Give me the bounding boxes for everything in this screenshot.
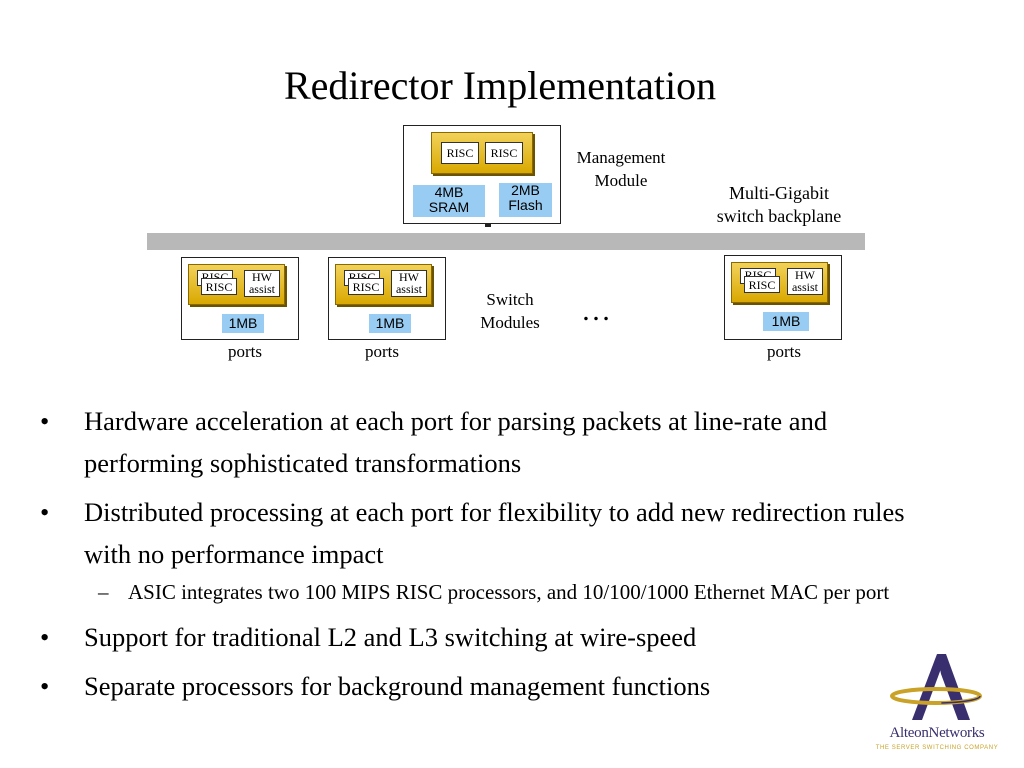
more-modules-ellipsis: … — [581, 294, 611, 327]
switch-asic-board: RISC RISC HW assist — [188, 264, 285, 305]
hw-assist-chip: HW assist — [787, 268, 823, 295]
bullet-item: Distributed processing at each port for … — [40, 491, 940, 575]
sram-memory: 4MB SRAM — [413, 185, 485, 217]
module-memory: 1MB — [222, 314, 264, 333]
switch-backplane — [147, 233, 865, 250]
management-connector — [485, 224, 491, 227]
management-cpu-board: RISC RISC — [431, 132, 533, 174]
ports-label: ports — [228, 342, 262, 361]
hw-assist-chip: HW assist — [391, 270, 427, 297]
logo-wordmark: AlteonNetworks — [889, 725, 985, 741]
alteon-networks-logo: AlteonNetworks THE SERVER SWITCHING COMP… — [872, 652, 1002, 760]
management-risc-chip-1: RISC — [441, 142, 479, 164]
alteon-a-icon — [890, 654, 982, 720]
hw-assist-chip: HW assist — [244, 270, 280, 297]
switch-asic-board: RISC RISC HW assist — [335, 264, 432, 305]
logo-tagline: THE SERVER SWITCHING COMPANY — [875, 745, 999, 751]
bullet-item: Separate processors for background manag… — [40, 665, 940, 707]
ports-label: ports — [767, 342, 801, 361]
management-module: RISC RISC 4MB SRAM 2MB Flash — [403, 125, 561, 224]
ports-label: ports — [365, 342, 399, 361]
switch-module: RISC RISC HW assist 1MB — [181, 257, 299, 340]
switch-module: RISC RISC HW assist 1MB — [724, 255, 842, 340]
bullet-item: Support for traditional L2 and L3 switch… — [40, 616, 940, 658]
module-memory: 1MB — [763, 312, 809, 331]
risc-chip-front: RISC — [201, 278, 237, 295]
sub-bullet-item: ASIC integrates two 100 MIPS RISC proces… — [40, 578, 940, 606]
risc-chip-front: RISC — [744, 276, 780, 293]
management-risc-chip-2: RISC — [485, 142, 523, 164]
switch-asic-board: RISC RISC HW assist — [731, 262, 828, 303]
module-memory: 1MB — [369, 314, 411, 333]
switch-module: RISC RISC HW assist 1MB — [328, 257, 446, 340]
flash-memory: 2MB Flash — [499, 183, 552, 217]
risc-chip-front: RISC — [348, 278, 384, 295]
switch-modules-label: Switch Modules — [480, 290, 540, 332]
bullet-list: Hardware acceleration at each port for p… — [40, 400, 940, 714]
management-module-label: Management Module — [576, 148, 666, 190]
bullet-item: Hardware acceleration at each port for p… — [40, 400, 940, 484]
backplane-label: Multi-Gigabit switch backplane — [716, 183, 842, 226]
